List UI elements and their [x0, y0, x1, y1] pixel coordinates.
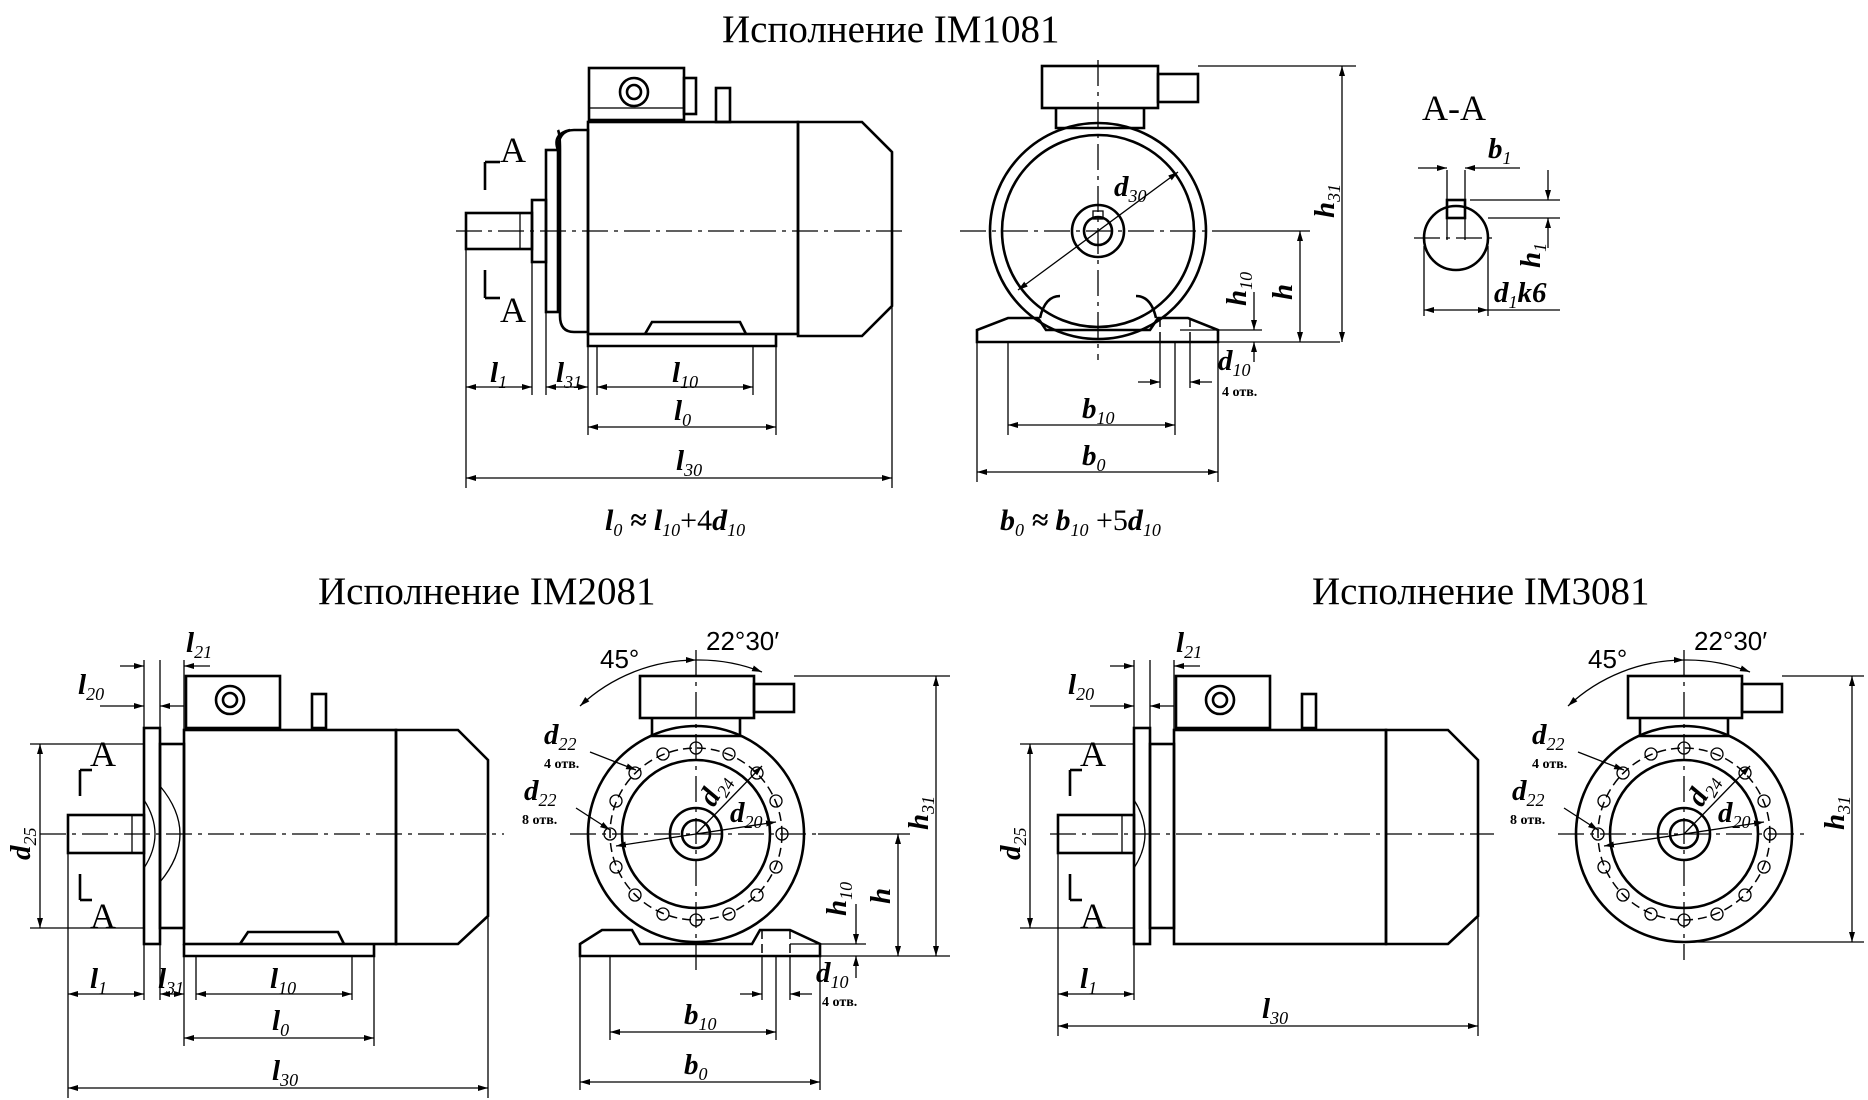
im3081-end-view: 45° 22°30′ d22 4 отв. d22 8 отв. d24 d20…: [1510, 626, 1864, 960]
dim-l1-3081: l1: [1080, 963, 1097, 998]
note-holes4-d: 4 отв.: [1532, 757, 1567, 772]
dim-l30-2081: l30: [272, 1055, 298, 1090]
dim-b10-2081: b10: [684, 999, 717, 1034]
dim-b0-2081: b0: [684, 1049, 708, 1084]
dim-d22-b-3081: d22: [1512, 775, 1545, 810]
note-holes4-c: 4 отв.: [822, 995, 857, 1010]
title-im3081: Исполнение IM3081: [1312, 570, 1649, 613]
note-holes8-a: 8 отв.: [522, 813, 557, 828]
im1081-side-view: А А l1 l31 l10 l0 l30 l0 ≈ l10+4d10: [456, 66, 905, 540]
note-holes8-b: 8 отв.: [1510, 813, 1545, 828]
section-marker-top-3081: А: [1080, 734, 1106, 774]
dim-d20-2081: d20: [730, 797, 763, 832]
dim-b1: b1: [1488, 133, 1512, 168]
dim-h10-2081: h10: [821, 882, 856, 916]
dim-l0: l0: [674, 395, 691, 430]
dim-l30-3081: l30: [1262, 993, 1288, 1028]
dim-l10: l10: [672, 357, 698, 392]
dim-l20-3081: l20: [1068, 669, 1094, 704]
dim-h-2081: h: [865, 888, 897, 904]
dim-b10: b10: [1082, 393, 1115, 428]
title-im2081: Исполнение IM2081: [318, 570, 655, 613]
dim-d25: d25: [5, 828, 40, 861]
section-a-a: А-А b1 h1 d1k6: [1414, 88, 1560, 316]
dim-h1: h1: [1515, 243, 1550, 268]
section-marker-bottom-3081: А: [1080, 896, 1106, 936]
section-marker-top: А: [500, 130, 526, 170]
dim-d30: d30: [1114, 171, 1147, 206]
im2081-end-view: 45° 22°30′ d22 4 отв. d22 8 отв. d24 d20…: [522, 626, 950, 1090]
im3081-side-view: А А d25 l21 l20 l1 l30: [995, 627, 1494, 1036]
dim-l1-2081: l1: [90, 963, 107, 998]
dim-d1k6: d1k6: [1494, 277, 1547, 312]
dim-h10: h10: [1221, 272, 1256, 306]
dim-l31-2081: l31: [158, 963, 184, 998]
angle-45-2081: 45°: [600, 644, 639, 674]
dim-h: h: [1267, 284, 1299, 300]
dim-d10: d10: [1218, 345, 1251, 380]
dim-l1: l1: [490, 357, 507, 392]
dim-h31-3081: h31: [1819, 796, 1854, 830]
formula-b0: b0 ≈ b10 +5d10: [1000, 504, 1161, 540]
section-marker-bottom-2081: А: [90, 896, 116, 936]
dim-h31-2081: h31: [903, 796, 938, 830]
section-title: А-А: [1422, 88, 1486, 128]
section-marker-top-2081: А: [90, 734, 116, 774]
im2081-side-view: А А d25 l21 l20 l1 l31 l10 l0 l30: [5, 627, 504, 1098]
dim-h31: h31: [1309, 184, 1344, 218]
dim-b0: b0: [1082, 440, 1106, 475]
dim-l21-3081: l21: [1176, 627, 1202, 662]
angle-22-2081: 22°30′: [706, 626, 779, 656]
dim-l31: l31: [556, 357, 582, 392]
dim-d20-3081: d20: [1718, 797, 1751, 832]
dim-l30: l30: [676, 445, 702, 480]
dim-d22-a-3081: d22: [1532, 719, 1565, 754]
angle-22-3081: 22°30′: [1694, 626, 1767, 656]
dim-l21: l21: [186, 627, 212, 662]
note-holes4-a: 4 отв.: [1222, 385, 1257, 400]
dim-l0-2081: l0: [272, 1005, 289, 1040]
dim-d22-a-2081: d22: [544, 719, 577, 754]
title-im1081: Исполнение IM1081: [722, 8, 1059, 51]
dim-l10-2081: l10: [270, 963, 296, 998]
angle-45-3081: 45°: [1588, 644, 1627, 674]
note-holes4-b: 4 отв.: [544, 757, 579, 772]
im1081-end-view: d30 b10 b0 d10 4 отв. h h10 h31 b0 ≈ b10…: [960, 60, 1356, 540]
dim-l20: l20: [78, 669, 104, 704]
formula-l0: l0 ≈ l10+4d10: [605, 504, 745, 540]
dim-d25-3081: d25: [995, 828, 1030, 861]
section-marker-bottom: А: [500, 290, 526, 330]
dim-d22-b-2081: d22: [524, 775, 557, 810]
dim-d10-2081: d10: [816, 957, 849, 992]
